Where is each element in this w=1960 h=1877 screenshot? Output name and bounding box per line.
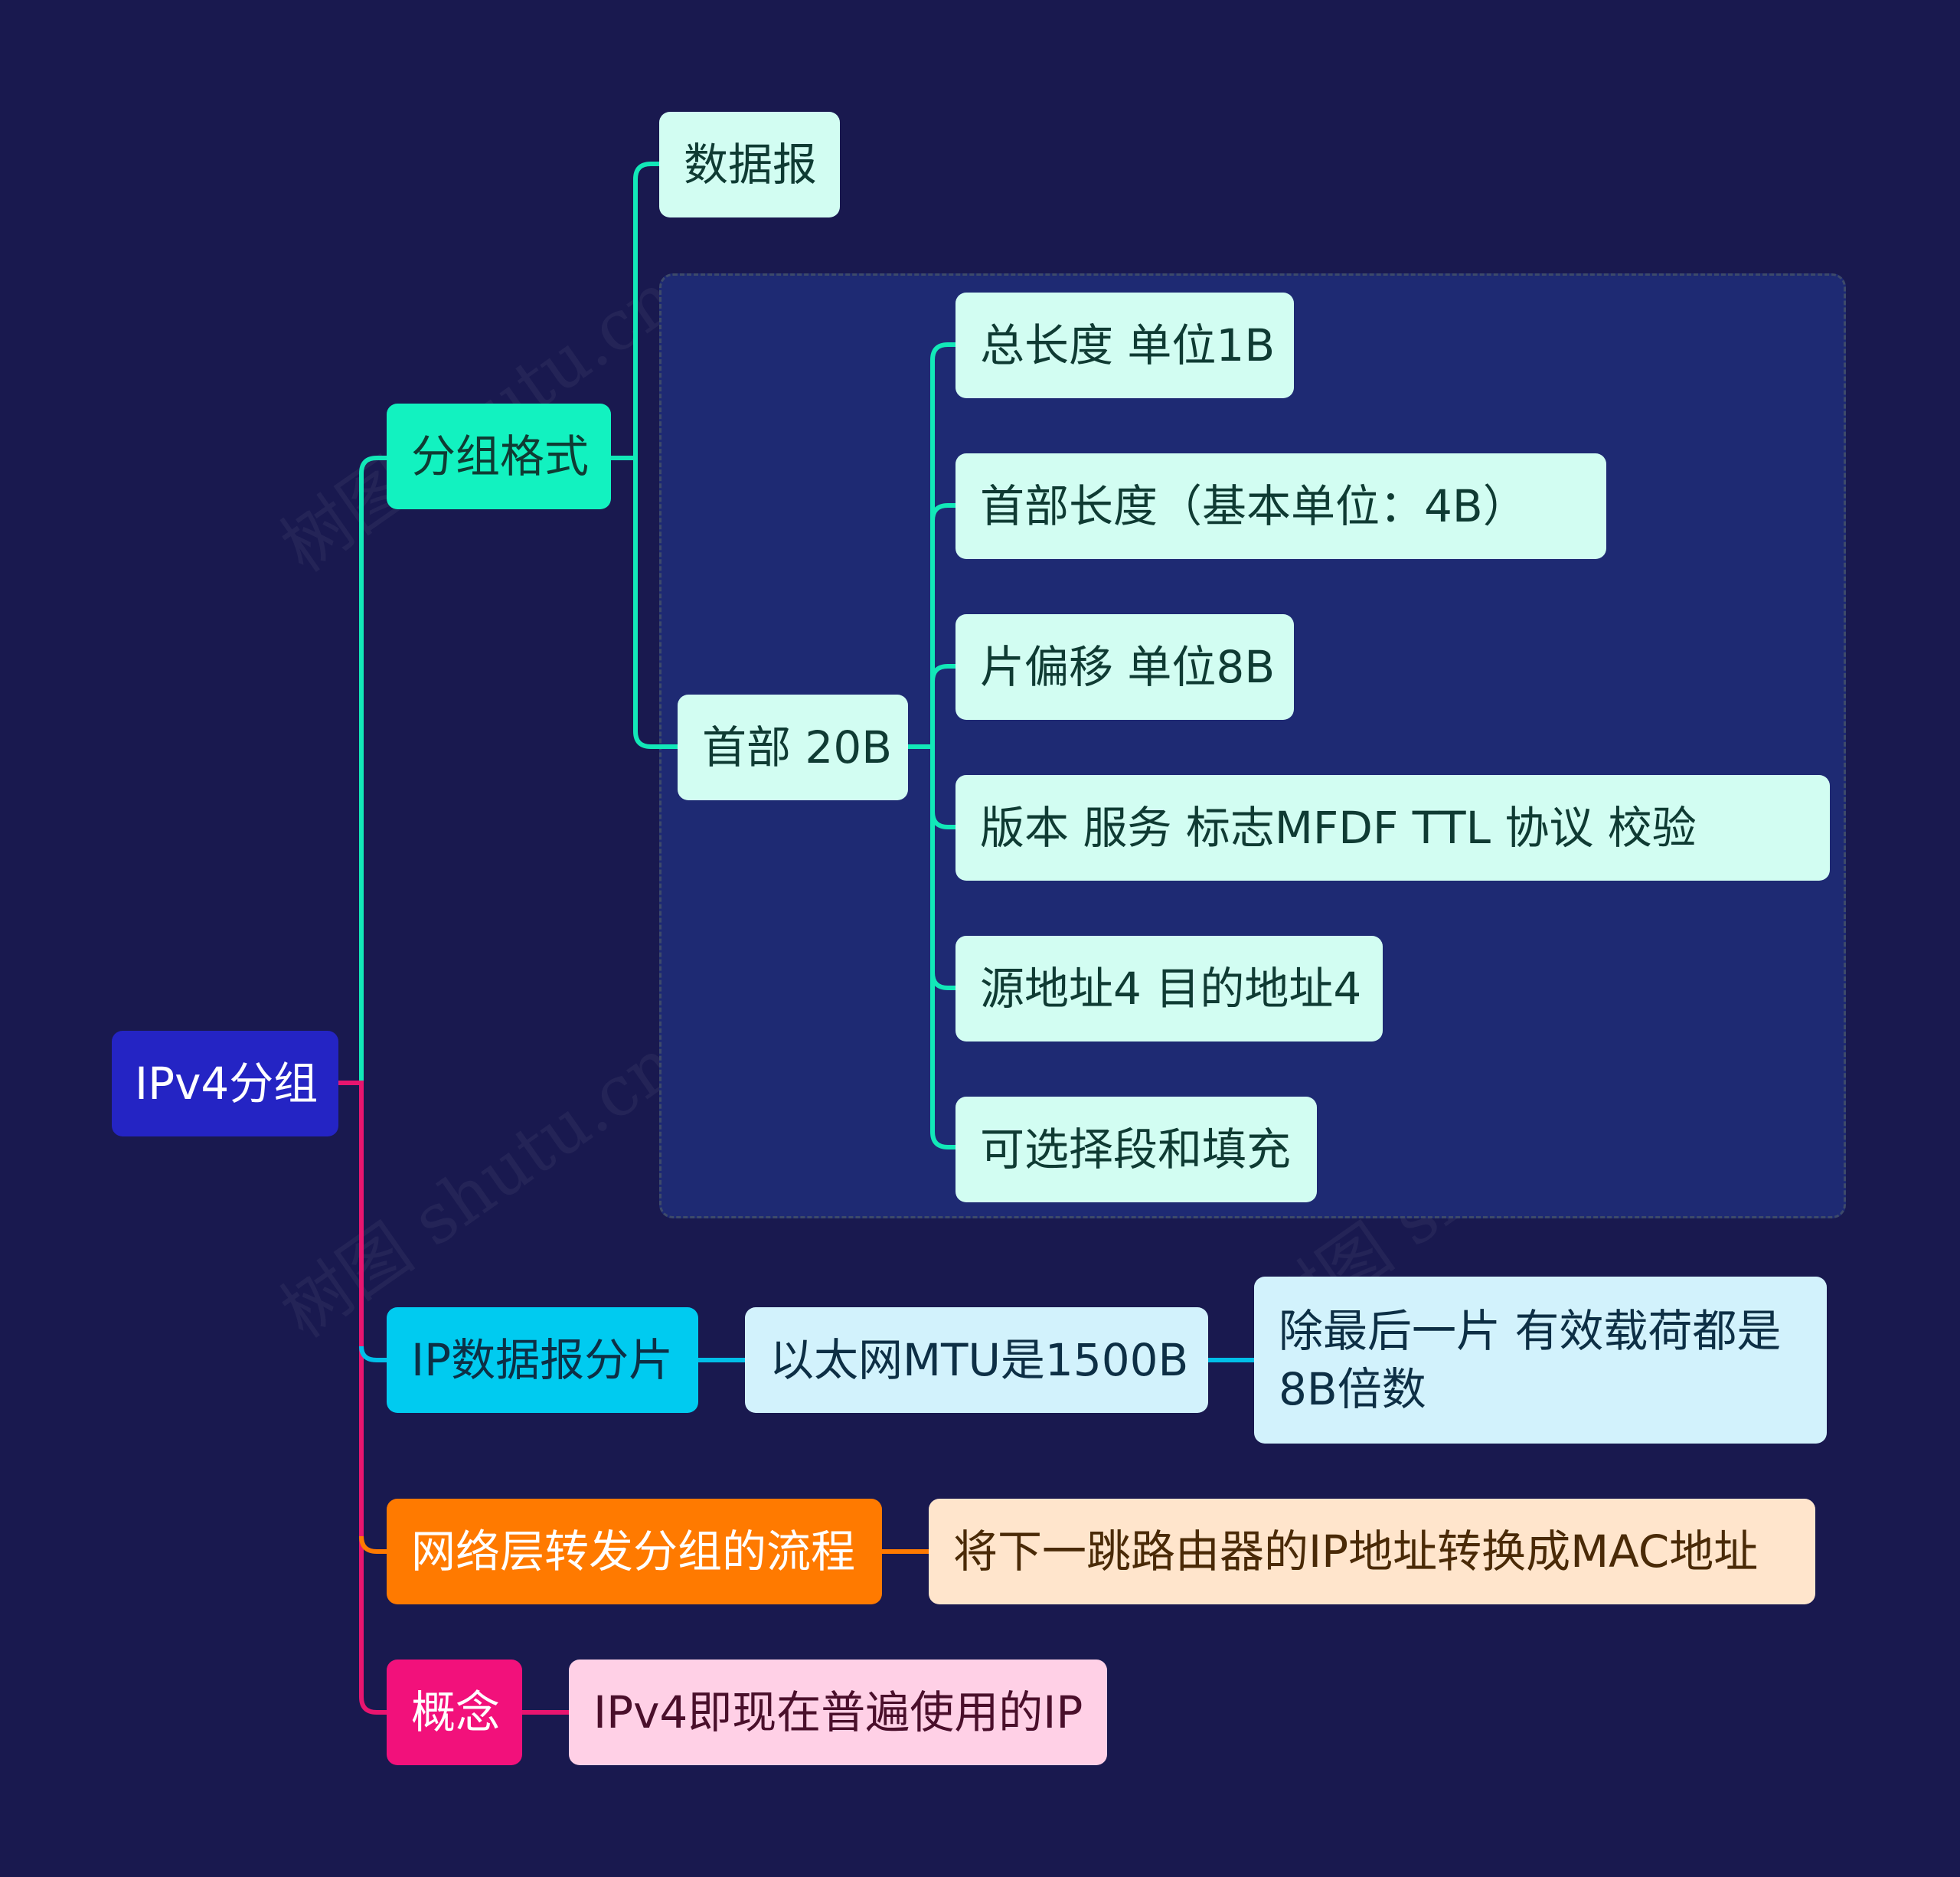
root-label: IPv4分组 [135,1058,318,1110]
branch-packet-format[interactable]: 分组格式 [387,404,611,509]
node-header[interactable]: 首部 20B [678,695,908,800]
header-item-fragment-offset[interactable]: 片偏移 单位8B [956,614,1294,720]
node-label: 首部长度（基本单位：4B） [980,480,1527,532]
header-item-header-length[interactable]: 首部长度（基本单位：4B） [956,453,1606,559]
branch-label: IP数据报分片 [411,1334,674,1386]
node-label: 首部 20B [702,721,893,773]
header-item-fields[interactable]: 版本 服务 标志MFDF TTL 协议 校验 [956,775,1830,881]
connector-root-format [338,456,387,1085]
connector-header-items [908,342,956,749]
root-node[interactable]: IPv4分组 [112,1031,338,1136]
node-ipv4-definition[interactable]: IPv4即现在普遍使用的IP [569,1660,1107,1765]
branch-label: 网络层转发分组的流程 [411,1525,856,1578]
connector-root-lower [338,1081,387,1715]
branch-label: 概念 [411,1686,501,1738]
connector-format-datagram [611,162,659,460]
node-label: 将下一跳路由器的IP地址转换成MAC地址 [953,1525,1759,1578]
node-payload-multiple[interactable]: 除最后一片 有效载荷都是8B倍数 [1254,1277,1827,1444]
node-ethernet-mtu[interactable]: 以太网MTU是1500B [745,1307,1208,1413]
branch-forwarding-flow[interactable]: 网络层转发分组的流程 [387,1499,882,1604]
node-label: 数据报 [684,139,818,191]
node-label: 版本 服务 标志MFDF TTL 协议 校验 [980,802,1697,854]
header-item-options[interactable]: 可选择段和填充 [956,1097,1317,1202]
node-label: 片偏移 单位8B [980,641,1276,693]
node-label: 总长度 单位1B [980,319,1276,371]
node-ip-to-mac[interactable]: 将下一跳路由器的IP地址转换成MAC地址 [929,1499,1815,1604]
branch-concept[interactable]: 概念 [387,1660,522,1765]
branch-label: 分组格式 [411,430,590,482]
connector-format-header [633,458,678,749]
header-item-total-length[interactable]: 总长度 单位1B [956,293,1294,398]
branch-fragmentation[interactable]: IP数据报分片 [387,1307,698,1413]
header-item-addresses[interactable]: 源地址4 目的地址4 [956,936,1383,1042]
node-label: 以太网MTU是1500B [769,1334,1189,1386]
node-datagram[interactable]: 数据报 [659,112,840,217]
node-label: 除最后一片 有效载荷都是8B倍数 [1279,1305,1782,1415]
node-label: 可选择段和填充 [980,1123,1292,1176]
node-label: IPv4即现在普遍使用的IP [593,1686,1083,1738]
connector-root-fragmentation [359,1346,387,1362]
connector-root-forwarding [359,1535,387,1554]
node-label: 源地址4 目的地址4 [980,963,1362,1015]
